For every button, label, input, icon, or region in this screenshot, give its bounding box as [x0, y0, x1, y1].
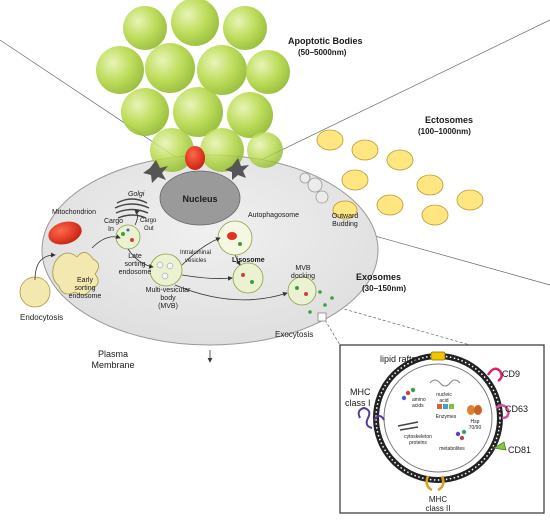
- early-endosome: [52, 252, 99, 296]
- plasma-membrane-label-1: Plasma: [98, 349, 128, 359]
- exosomes-size: (30–150nm): [362, 284, 406, 293]
- mvb-label-1: Multi-vesicular: [146, 287, 191, 294]
- late-endosome-label-1: Late: [128, 253, 142, 260]
- nucleic-acid-label-2: acid: [439, 398, 448, 404]
- zoom-box: [317, 312, 327, 322]
- mhc2-label-1: MHC: [429, 495, 447, 504]
- mvb: [149, 253, 183, 287]
- mhc2-label-2: class II: [426, 504, 451, 513]
- cytoskeleton-label-2: proteins: [409, 440, 427, 446]
- projection-line: [329, 304, 471, 346]
- amino-acids-label-2: acids: [412, 403, 424, 409]
- mvb-docking-label-2: docking: [291, 273, 315, 280]
- late-endosome-label-2: sorting: [124, 261, 145, 268]
- mhc1-label-2: class I: [345, 398, 371, 408]
- golgi-label: Golgi: [128, 191, 145, 198]
- apoptotic-bodies-label: Apoptotic Bodies: [288, 36, 363, 46]
- outward-budding-label-2: Budding: [332, 221, 358, 228]
- mvb-docking-label-1: MVB: [295, 265, 311, 272]
- projection-line: [324, 319, 341, 346]
- mhc2-marker: [425, 475, 445, 492]
- hsp-label-2: 70/90: [469, 425, 482, 431]
- early-endosome-label-3: endosome: [69, 293, 102, 300]
- endocytosis-label: Endocytosis: [20, 313, 63, 322]
- mvb-label-3: (MVB): [158, 303, 178, 310]
- ectosomes-label: Ectosomes: [425, 115, 473, 125]
- ectosomes-size: (100–1000nm): [418, 127, 471, 136]
- outward-budding-label-1: Outward: [332, 213, 359, 220]
- metabolites-label: metabolites: [439, 446, 465, 452]
- intraluminal-label-1: Intraluminal: [180, 250, 211, 256]
- lipid-raft: [430, 351, 446, 361]
- mitochondrion-top: [185, 146, 205, 170]
- mvb-docking: [287, 276, 317, 306]
- ectosomes: [316, 129, 484, 226]
- exocytosis-label: Exocytosis: [275, 330, 313, 339]
- apoptotic-bodies-size: (50–5000nm): [298, 48, 347, 57]
- cd81-label: CD81: [508, 445, 531, 455]
- mhc1-marker: [357, 406, 373, 429]
- nucleic-acid-label-1: nucleic: [436, 392, 452, 398]
- intraluminal-label-2: vesicles: [185, 258, 206, 264]
- exosomes-label: Exosomes: [356, 272, 401, 282]
- lisosome-label: Lisosome: [232, 257, 265, 264]
- mitochondrion-label: Mitochondrion: [52, 209, 96, 216]
- golgi: [114, 198, 150, 219]
- star-proteins: [143, 158, 249, 183]
- late-endosome-label-3: endosome: [119, 269, 152, 276]
- early-endosome-label-1: Early: [77, 277, 93, 284]
- lisosome: [232, 262, 264, 294]
- cargo-in-label-2: In: [108, 226, 114, 233]
- early-endosome-label-2: sorting: [74, 285, 95, 292]
- cargo-in-label-1: Cargo: [104, 218, 123, 225]
- pathway-arrows: [34, 209, 288, 363]
- plasma-membrane-label-2: Membrane: [91, 360, 134, 370]
- projection-line: [229, 19, 550, 176]
- cd63-label: CD63: [505, 404, 528, 414]
- cd81-marker: [492, 441, 507, 451]
- amino-acids-label-1: amino: [412, 397, 426, 403]
- nucleus-label: Nucleus: [182, 194, 217, 204]
- endocytic-vesicle: [19, 276, 51, 308]
- mvb-label-2: body: [160, 295, 176, 302]
- enzymes-label: Enzymes: [436, 414, 457, 420]
- lipid-rafts-label: lipid rafts: [380, 354, 417, 364]
- cytoskeleton-label-1: cytoskeleton: [404, 434, 432, 440]
- cd63-marker: [495, 404, 510, 420]
- nucleus: [159, 170, 241, 226]
- mitochondrion: [48, 221, 82, 245]
- cd9-label: CD9: [502, 369, 520, 379]
- cd9-marker: [486, 367, 503, 383]
- apoptotic-bodies: [96, 0, 290, 172]
- cargo-out-label-1: Cargo: [140, 218, 157, 224]
- mhc1-label-1: MHC: [350, 387, 371, 397]
- hsp-label-1: Hsp: [471, 419, 480, 425]
- budding-membrane: [299, 172, 329, 204]
- cargo-out-label-2: Out: [144, 226, 154, 232]
- released-exosomes: [308, 290, 334, 314]
- exosome-cargo: [397, 379, 482, 441]
- autophagosome-label: Autophagosome: [248, 212, 299, 219]
